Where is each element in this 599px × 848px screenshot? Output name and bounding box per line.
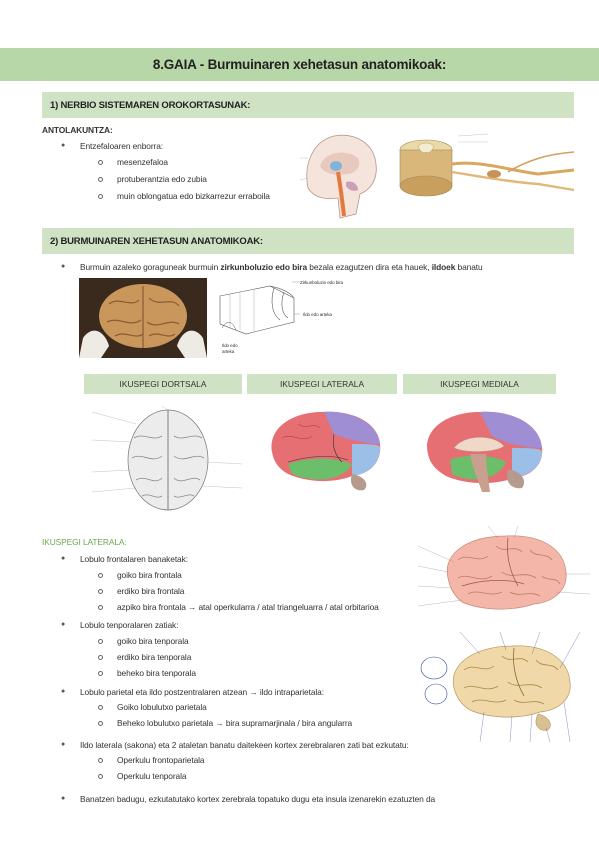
circle-bullet-icon bbox=[98, 655, 103, 660]
list-item: goiko bira frontala bbox=[117, 570, 182, 580]
circle-bullet-icon bbox=[98, 573, 103, 578]
circle-bullet-icon bbox=[98, 177, 103, 182]
list-item: Operkulu tenporala bbox=[117, 771, 187, 781]
list-item: Beheko lobulutxo parietala → bira supram… bbox=[117, 718, 353, 728]
brain-sagittal-diagram-icon bbox=[300, 134, 377, 219]
bullet-icon: ● bbox=[61, 741, 66, 748]
bullet-icon: ● bbox=[61, 688, 66, 695]
page-title: 8.GAIA - Burmuinaren xehetasun anatomiko… bbox=[152, 57, 447, 72]
list-item: Entzefaloaren enborra: bbox=[80, 141, 164, 151]
diagram-label: Ildo edo arteka bbox=[303, 312, 332, 317]
brain-dorsal-view-icon bbox=[92, 405, 242, 511]
circle-bullet-icon bbox=[98, 639, 103, 644]
spinal-cord-diagram-icon bbox=[399, 133, 575, 197]
list-item: protuberantzia edo zubia bbox=[117, 174, 207, 184]
list-item: muin oblongatua edo bizkarrezur erraboil… bbox=[117, 191, 270, 201]
circle-bullet-icon bbox=[98, 721, 103, 726]
list-item: Lobulo frontalaren banaketak: bbox=[80, 554, 188, 564]
diagram-label: Ildo edo arteka bbox=[222, 343, 238, 354]
intro-paragraph: Burmuin azaleko goraguneak burmuin zirku… bbox=[80, 262, 483, 272]
circle-bullet-icon bbox=[98, 605, 103, 610]
circle-bullet-icon bbox=[98, 589, 103, 594]
subheading-antolakuntza: ANTOLAKUNTZA: bbox=[42, 125, 113, 135]
list-item: azpiko bira frontala → atal operkularra … bbox=[117, 602, 379, 612]
view-label-dorsal: IKUSPEGI DORTSALA bbox=[84, 374, 242, 394]
section-heading-1: 1) NERBIO SISTEMAREN OROKORTASUNAK: bbox=[42, 92, 574, 118]
intro-bold-gyrus: zirkunboluzio edo bira bbox=[220, 262, 308, 272]
view-label-lateral: IKUSPEGI LATERALA bbox=[247, 374, 397, 394]
list-item: Lobulo parietal eta ildo postzentralaren… bbox=[80, 687, 324, 697]
intro-text: Burmuin azaleko goraguneak burmuin bbox=[80, 262, 221, 272]
bullet-icon: ● bbox=[61, 621, 66, 628]
brain-photo-icon bbox=[79, 278, 207, 358]
circle-bullet-icon bbox=[98, 758, 103, 763]
brain-lateral-view-icon bbox=[271, 411, 381, 491]
section-heading-1-text: 1) NERBIO SISTEMAREN OROKORTASUNAK: bbox=[50, 99, 251, 111]
circle-bullet-icon bbox=[98, 705, 103, 710]
list-item: Goiko lobulutxo parietala bbox=[117, 702, 207, 712]
bullet-icon: ● bbox=[61, 263, 66, 270]
list-item: erdiko bira frontala bbox=[117, 586, 185, 596]
circle-bullet-icon bbox=[98, 774, 103, 779]
list-item: Lobulo tenporalaren zatiak: bbox=[80, 620, 179, 630]
brain-lateral-detailed-icon bbox=[420, 632, 581, 742]
list-item: Ildo laterala (sakona) eta 2 ataletan ba… bbox=[80, 740, 409, 750]
view-label-medial: IKUSPEGI MEDIALA bbox=[403, 374, 556, 394]
diagram-label: Zirkunboluzio edo bira bbox=[300, 280, 343, 285]
bullet-icon: ● bbox=[61, 795, 66, 802]
circle-bullet-icon bbox=[98, 160, 103, 165]
bullet-icon: ● bbox=[61, 142, 66, 149]
lateral-heading: IKUSPEGI LATERALA: bbox=[42, 537, 127, 547]
brain-medial-view-icon bbox=[427, 411, 543, 492]
intro-text: banatu bbox=[455, 262, 483, 272]
section-heading-2-text: 2) BURMUINAREN XEHETASUN ANATOMIKOAK: bbox=[50, 235, 263, 247]
intro-bold-sulci: ildoek bbox=[431, 262, 456, 272]
list-item: Banatzen badugu, ezkutatutako kortex zer… bbox=[80, 794, 436, 804]
title-bar: 8.GAIA - Burmuinaren xehetasun anatomiko… bbox=[0, 48, 599, 81]
list-item: erdiko bira tenporala bbox=[117, 652, 192, 662]
circle-bullet-icon bbox=[98, 671, 103, 676]
list-item: beheko bira tenporala bbox=[117, 668, 196, 678]
circle-bullet-icon bbox=[98, 194, 103, 199]
list-item: mesenzefaloa bbox=[117, 157, 168, 167]
intro-text: bezala ezagutzen dira eta hauek, bbox=[307, 262, 432, 272]
brain-lateral-labeled-icon bbox=[418, 526, 590, 610]
bullet-icon: ● bbox=[61, 555, 66, 562]
gyrus-diagram-icon bbox=[219, 281, 300, 335]
section-heading-2: 2) BURMUINAREN XEHETASUN ANATOMIKOAK: bbox=[42, 228, 574, 254]
list-item: Operkulu frontoparietala bbox=[117, 755, 205, 765]
list-item: goiko bira tenporala bbox=[117, 636, 189, 646]
